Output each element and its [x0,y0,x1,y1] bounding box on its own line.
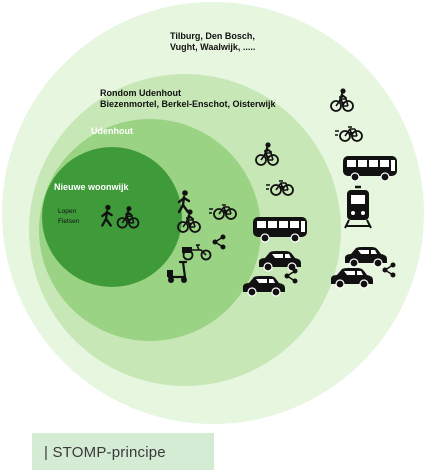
outer-label-line-2: Vught, Waalwijk, ..... [170,42,255,52]
ring-core [42,147,182,287]
figure-caption: | STOMP-principe [32,433,214,470]
region-label-line-2: Biezenmortel, Berkel-Enschot, Oisterwijk [100,99,277,109]
town-label: Udenhout [91,126,133,136]
core-label: Nieuwe woonwijk [54,182,130,192]
caption-text: | STOMP-principe [44,444,166,461]
stomp-diagram: Tilburg, Den Bosch, Vught, Waalwijk, ...… [2,2,424,424]
region-label-line-1: Rondom Udenhout [100,88,181,98]
outer-label-line-1: Tilburg, Den Bosch, [170,31,255,41]
core-mode-fietsen: Fietsen [58,218,80,225]
core-mode-lopen: Lopen [58,208,76,215]
